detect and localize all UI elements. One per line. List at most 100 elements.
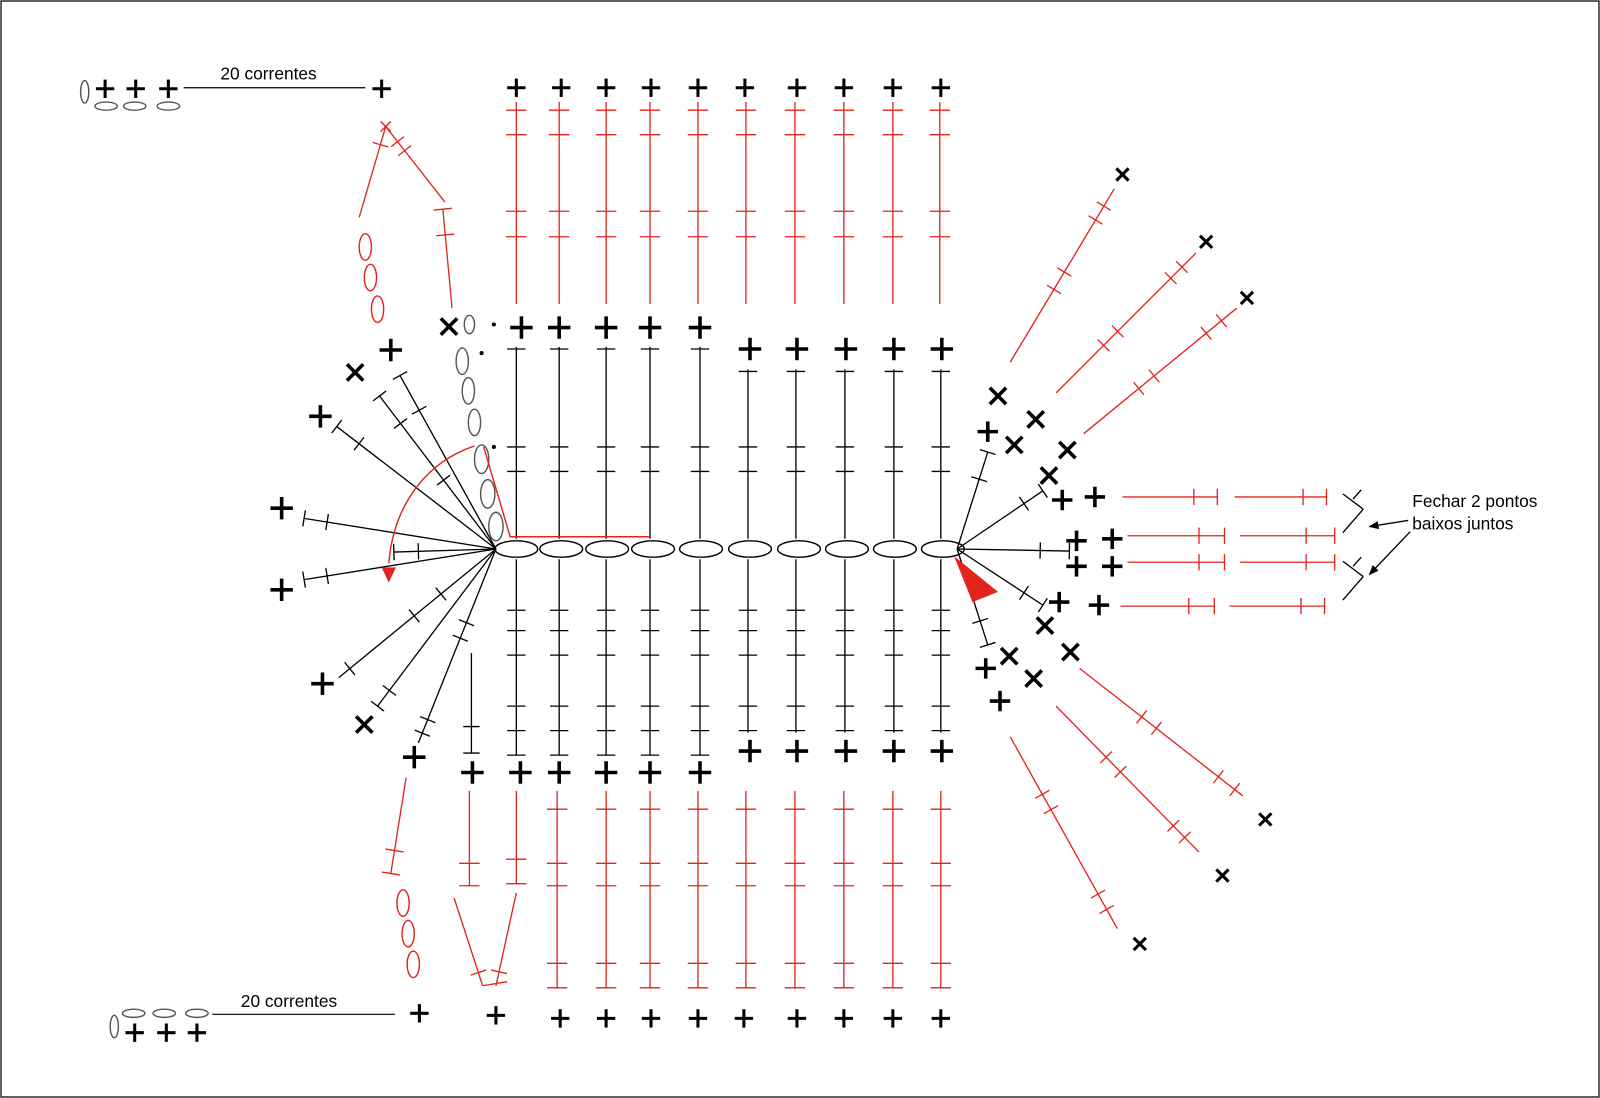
right-fan-cross-9 [1024, 669, 1044, 689]
legend-oval-2 [152, 1008, 177, 1019]
red-curve [388, 445, 475, 564]
red-upper-column-8 [833, 102, 855, 305]
lower-column-2 [550, 559, 569, 756]
turning-chain-oval-5 [473, 444, 490, 475]
bottom-row-plus-9 [931, 1009, 950, 1028]
left-fan-ray-6-bar [302, 571, 307, 588]
red-lower-column-4 [687, 790, 709, 989]
left-fan-ray-5 [392, 543, 496, 561]
left-fan-ray-8-bar [370, 700, 385, 712]
top-row-plus-9 [883, 78, 903, 97]
red-lower-left [381, 777, 421, 979]
left-fan-cross-1 [345, 363, 365, 382]
red-upper-column-7 [784, 102, 806, 305]
bottom-chain-note: 20 correntes [241, 991, 338, 1011]
red-right-ray-1-stem [1009, 188, 1115, 363]
chain-stitch-6 [727, 540, 773, 558]
red-lower-columns [453, 790, 952, 989]
left-fan-cross-2-b [354, 715, 374, 734]
left-fan-ray-4-bar [302, 510, 307, 527]
red-ll-oval-3 [406, 950, 421, 979]
right-fan [954, 386, 1123, 712]
red-lower-column-2 [595, 790, 617, 989]
red-right-ray-end-cross-3 [1239, 290, 1255, 306]
top-plus-9 [882, 337, 906, 361]
turning-chain [455, 314, 504, 542]
upper-column-10 [931, 369, 950, 539]
red-ul-arm-right-bar [397, 145, 412, 157]
red-right-ray-end-cross-5-b [1215, 868, 1230, 883]
red-upper-left [358, 120, 455, 324]
top-plus-6 [738, 337, 762, 361]
right-fan-plus-7 [1102, 556, 1123, 577]
top-plus-row [372, 78, 950, 98]
upper-column-7 [786, 369, 806, 539]
right-fan-cross-2 [1004, 435, 1024, 455]
left-fan-ray-9-bar [419, 715, 436, 724]
right-fan-plus-8 [1048, 591, 1070, 613]
top-row-plus-start [372, 79, 391, 98]
red-right-ray-2-stem [1055, 252, 1197, 394]
right-fan-cross-5 [1039, 466, 1059, 485]
red-right-ray-2 [1055, 252, 1197, 394]
red-ul-column-bar [433, 207, 453, 211]
bottom-row-plus-3 [641, 1009, 661, 1028]
top-row-plus-2 [552, 78, 571, 97]
upper-column-5 [690, 346, 710, 539]
top-row-plus-1 [507, 78, 526, 97]
top-plus-10 [930, 337, 954, 361]
chart-marks [79, 78, 1411, 1042]
right-fan-ray-1-bar [979, 448, 996, 456]
left-fan-ray-8-stem [377, 548, 497, 707]
red-right-ray-5-bar [1178, 831, 1191, 844]
red-right-ray-end-cross-1-b [1115, 167, 1130, 182]
top-row-plus-4 [641, 78, 661, 97]
red-right-ray-4-bar [1229, 782, 1241, 797]
red-ll-column-bar [381, 871, 400, 876]
decrease-note-line1: Fechar 2 pontos [1412, 491, 1538, 511]
right-fan-cross-2-b [1004, 435, 1024, 455]
top-chain-note: 20 correntes [220, 64, 317, 84]
upper-column-9 [884, 369, 904, 539]
red-right-ray-end-cross-2 [1198, 234, 1214, 250]
top-plus-3 [594, 316, 618, 339]
left-fan-ray-2-stem [379, 395, 497, 550]
red-right-ray-4 [1079, 667, 1244, 797]
red-right-ray-5-bar [1099, 751, 1113, 764]
red-lower-column-1 [546, 790, 568, 989]
red-ul-arm-right-stem [385, 126, 446, 203]
top-row-plus-10 [931, 78, 950, 97]
right-fan-ray-1-bar [971, 476, 988, 483]
left-fan-ray-6-stem [303, 548, 497, 581]
red-right-row-1-a [1122, 488, 1219, 506]
red-right-rays [1009, 167, 1273, 952]
legend-oval-2 [122, 101, 147, 111]
red-right-ray-1-bar [1056, 267, 1072, 277]
legend-plus-1 [95, 79, 115, 98]
right-fan-ray-3-stem [957, 548, 1070, 552]
left-fan-ray-1-stem [399, 375, 497, 550]
right-fan-cross-1-b [988, 386, 1008, 406]
left-fan-plus-2 [309, 405, 332, 428]
chain-stitch-5 [678, 540, 724, 558]
top-plus-1 [510, 316, 533, 339]
bottom-plus-9 [834, 739, 858, 763]
right-fan-plus-4 [1066, 530, 1087, 552]
sc2tog-upper-arm [1342, 560, 1364, 578]
red-ul-oval-2 [363, 263, 378, 292]
red-lower-column-left-b [506, 790, 527, 885]
turning-chain-oval-4 [467, 408, 482, 437]
red-ll-column-bar [385, 848, 404, 853]
left-fan-plus-6 [403, 745, 426, 769]
red-right-ray-6-bar [1034, 789, 1050, 799]
red-upper-columns [506, 102, 950, 305]
red-right-row-2-a [1127, 527, 1226, 544]
bottom-row-plus-4 [688, 1009, 708, 1028]
red-ll-oval-1 [396, 889, 410, 918]
red-ll-column [381, 777, 407, 876]
bottom-row-plus-8 [883, 1009, 903, 1028]
pointer-arrow-upper [1368, 519, 1409, 530]
red-right-ray-2-bar [1164, 271, 1177, 285]
bold-single-crochets [461, 316, 954, 784]
lower-column-9 [884, 559, 904, 733]
